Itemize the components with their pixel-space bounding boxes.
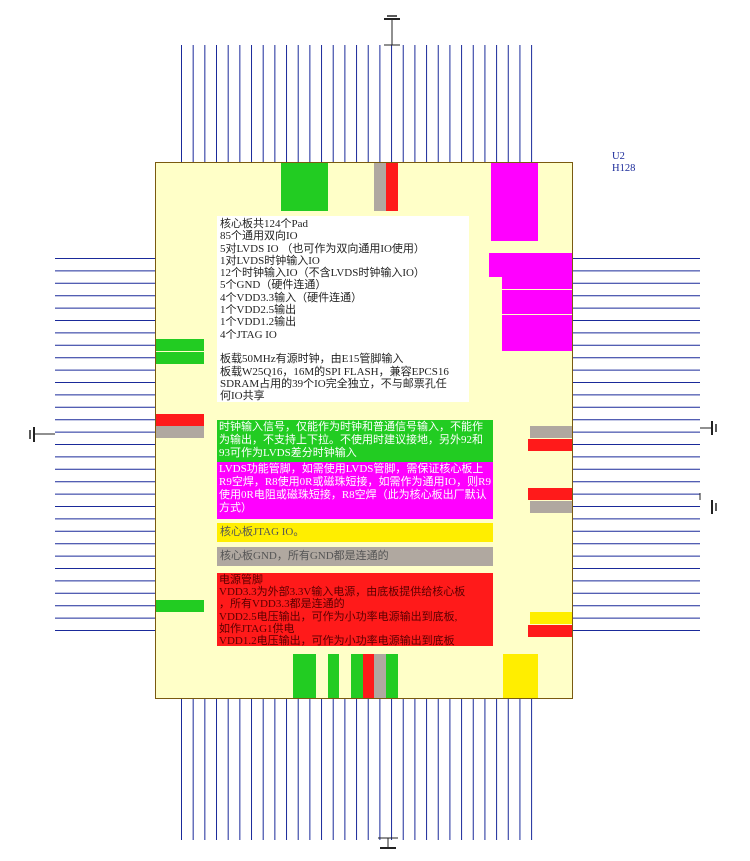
right-pin-highlight <box>527 488 572 501</box>
right-pin-highlight <box>527 438 572 451</box>
right-pin-highlight <box>530 426 572 439</box>
lvds-note: LVDS功能管脚，如需使用LVDS管脚，需保证核心板上R9空焊，R8使用0R或磁… <box>219 463 491 514</box>
summary-line: 4个JTAG IO <box>220 328 277 341</box>
part-value: H128 <box>612 163 636 174</box>
power-note: 电源管脚 VDD3.3为外部3.3V输入电源，由底板提供给核心板 ，所有VDD3… <box>219 574 466 648</box>
summary-line: 1个VDD2.5输出 <box>220 304 297 317</box>
lvds-note-box <box>217 462 493 519</box>
right-pin-highlight <box>502 314 572 327</box>
top-pin-highlight <box>374 163 386 211</box>
top-pin-highlight <box>491 163 503 241</box>
gnd-note-box <box>217 547 493 566</box>
bottom-pin-highlight <box>362 654 375 698</box>
bottom-pin-highlight <box>386 654 398 698</box>
left-pin-highlight <box>156 413 204 426</box>
summary-line: 12个时钟输入IO（不含LVDS时钟输入IO） <box>220 267 425 280</box>
power-note-box <box>217 573 493 646</box>
right-pin-highlight <box>489 264 572 277</box>
bottom-pin-highlight <box>526 654 538 698</box>
summary-line: 5对LVDS IO （也可作为双向通用IO使用） <box>220 242 425 255</box>
left-pin-highlight <box>156 599 204 612</box>
summary-line: SDRAM占用的39个IO完全独立，不与邮票孔任 <box>220 377 447 390</box>
top-pin-highlight <box>502 163 515 241</box>
summary-note-box <box>217 216 469 402</box>
summary-line: 4个VDD3.3输入（硬件连通） <box>220 291 363 304</box>
right-pin-highlight <box>502 289 572 302</box>
right-pin-highlight <box>530 500 572 513</box>
top-pin-highlight <box>526 163 538 241</box>
jtag-note: 核心板JTAG IO。 <box>220 526 305 538</box>
bottom-pin-highlight <box>327 654 340 698</box>
summary-line <box>220 341 470 353</box>
right-pin-highlight <box>502 277 572 290</box>
summary-line: 5个GND（硬件连通） <box>220 279 327 292</box>
right-pin-highlight <box>502 339 572 352</box>
summary-line: 何IO共享 <box>220 390 265 403</box>
right-pin-highlight <box>502 302 572 315</box>
bottom-pin-highlight <box>514 654 526 698</box>
right-pin-highlight <box>527 624 572 637</box>
summary-line: 核心板共124个Pad <box>220 218 308 230</box>
top-pin-highlight <box>281 163 293 211</box>
clock-note: 时钟输入信号，仅能作为时钟和普通信号输入，不能作为输出，不支持上下拉。不使用时建… <box>219 421 483 459</box>
bottom-pin-highlight <box>374 654 386 698</box>
gnd-note: 核心板GND，所有GND都是连通的 <box>220 550 389 562</box>
summary-line: 板载50MHz有源时钟，由E15管脚输入 <box>220 353 404 366</box>
right-pin-highlight <box>489 252 572 265</box>
top-pin-highlight <box>386 163 398 211</box>
part-ref: U2 <box>612 151 625 162</box>
bottom-pin-highlight <box>304 654 316 698</box>
summary-line: 85个通用双向IO <box>220 230 298 243</box>
summary-line: 板载W25Q16，16M的SPI FLASH，兼容EPCS16 <box>220 365 449 378</box>
bottom-pin-highlight <box>351 654 363 698</box>
summary-line: 1个VDD1.2输出 <box>220 316 297 329</box>
top-pin-highlight <box>304 163 316 211</box>
right-pin-highlight <box>502 326 572 339</box>
bottom-pin-highlight <box>502 654 515 698</box>
left-pin-highlight <box>156 351 204 364</box>
top-pin-highlight <box>514 163 526 241</box>
right-pin-highlight <box>530 612 572 625</box>
bottom-pin-highlight <box>292 654 305 698</box>
jtag-note-box <box>217 523 493 542</box>
left-pin-highlight <box>156 426 204 439</box>
summary-line: 1对LVDS时钟输入IO <box>220 254 320 267</box>
top-pin-highlight <box>316 163 328 211</box>
clock-note-box <box>217 420 493 462</box>
top-pin-highlight <box>292 163 305 211</box>
left-pin-highlight <box>156 339 204 352</box>
